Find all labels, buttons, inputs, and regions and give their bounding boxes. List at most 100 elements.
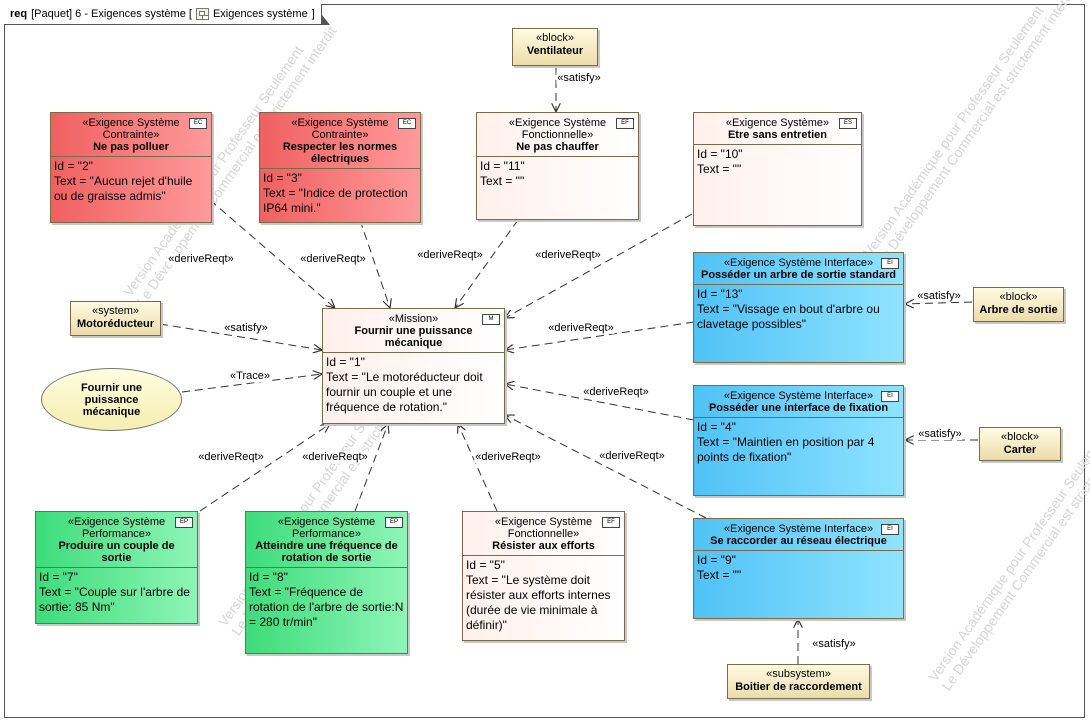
requirement-ne-pas-chauffer[interactable]: EF «Exigence Système Fonctionnelle» Ne p… — [476, 112, 639, 220]
requirement-stereotype: «Exigence Système Fonctionnelle» — [508, 117, 607, 141]
requirement-id: Id = "3" — [263, 171, 302, 185]
frame-diagram-name: Exigences système — [212, 8, 308, 20]
requirement-header: EC «Exigence Système Contrainte» Ne pas … — [51, 113, 211, 156]
requirement-attributes: Id = "9" Text = "" — [694, 550, 903, 585]
requirement-attributes: Id = "3" Text = "Indice de protection IP… — [260, 168, 420, 218]
requirement-name: Fournir une puissance mécanique — [354, 325, 473, 349]
requirement-attributes: Id = "1" Text = "Le motoréducteur doit f… — [323, 352, 504, 417]
requirement-arbre-sortie-standard[interactable]: EI «Exigence Système Interface» Posséder… — [693, 252, 904, 363]
label-polluer-derive: «deriveReqt» — [167, 253, 235, 265]
requirement-attributes: Id = "2" Text = "Aucun rejet d'huile ou … — [51, 156, 211, 206]
requirement-attributes: Id = "10" Text = "" — [694, 144, 861, 179]
requirement-text: Text = "Maintien en position par 4 point… — [697, 435, 875, 464]
requirement-stereotype: «Exigence Système Performance» — [67, 516, 166, 540]
requirement-name: Se raccorder au réseau électrique — [710, 535, 887, 547]
block-boitier-de-raccordement[interactable]: «subsystem» Boitier de raccordement — [727, 664, 870, 699]
requirement-id: Id = "1" — [326, 355, 365, 369]
requirement-id: Id = "11" — [480, 159, 525, 173]
requirement-type-icon: EP — [175, 517, 193, 528]
edge-frequence-derive — [354, 424, 388, 512]
requirement-type-icon: ES — [839, 118, 857, 129]
requirement-name: Posséder un arbre de sortie standard — [700, 269, 896, 281]
requirement-stereotype: «Exigence Système Fonctionnelle» — [494, 516, 593, 540]
requirement-header: M «Mission» Fournir une puissance mécani… — [323, 309, 504, 352]
requirement-header: EP «Exigence Système Performance» Attein… — [246, 512, 407, 567]
block-motoreducteur[interactable]: «system» Motoréducteur — [70, 301, 161, 336]
label-reseau-derive: «deriveReqt» — [598, 450, 666, 462]
requirement-name: Résister aux efforts — [492, 540, 595, 552]
usecase-fournir-puissance[interactable]: Fournir une puissance mécanique — [41, 368, 182, 431]
label-normes-derive: «deriveReqt» — [299, 253, 367, 265]
block-name: Carter — [1003, 444, 1037, 456]
block-stereotype: «block» — [536, 32, 574, 44]
requirement-id: Id = "13" — [697, 287, 743, 301]
requirement-id: Id = "7" — [39, 570, 78, 584]
requirement-sans-entretien[interactable]: ES «Exigence Système» Etre sans entretie… — [693, 112, 862, 226]
requirement-header: EI «Exigence Système Interface» Se racco… — [694, 519, 903, 550]
requirement-header: EC «Exigence Système Contrainte» Respect… — [260, 113, 420, 168]
requirement-type-icon: EF — [602, 517, 620, 528]
requirement-header: EF «Exigence Système Fonctionnelle» Rési… — [463, 512, 624, 555]
requirement-stereotype: «Exigence Système Interface» — [723, 523, 874, 535]
block-stereotype: «block» — [999, 291, 1038, 303]
label-usecase-trace: «Trace» — [229, 370, 271, 382]
block-name: Motoréducteur — [77, 318, 154, 330]
frame-title-close: ] — [311, 8, 315, 20]
requirement-header: EF «Exigence Système Fonctionnelle» Ne p… — [477, 113, 638, 156]
block-ventilateur[interactable]: «block» Ventilateur — [512, 28, 598, 66]
edge-couple-derive — [199, 424, 330, 512]
label-entretien-derive: «deriveReqt» — [534, 249, 602, 261]
label-couple-derive: «deriveReqt» — [197, 451, 265, 463]
diagram-frame — [4, 4, 1085, 718]
requirement-id: Id = "10" — [697, 147, 743, 161]
requirement-ne-pas-polluer[interactable]: EC «Exigence Système Contrainte» Ne pas … — [50, 112, 212, 223]
requirement-name: Posséder une interface de fixation — [708, 402, 889, 414]
requirement-stereotype: «Exigence Système» — [725, 117, 830, 129]
requirement-id: Id = "2" — [54, 159, 93, 173]
label-carter-satisfy: «satisfy» — [917, 428, 963, 440]
edge-reseau-derive — [505, 415, 707, 519]
label-ventilateur-satisfy: «satisfy» — [556, 72, 602, 84]
requirement-type-icon: EI — [881, 258, 899, 269]
requirement-text: Text = "" — [480, 174, 525, 188]
usecase-name: Fournir une puissance mécanique — [80, 381, 143, 418]
block-name: Ventilateur — [526, 45, 584, 57]
block-stereotype: «subsystem» — [766, 668, 831, 680]
requirement-type-icon: EP — [385, 517, 403, 528]
label-frequence-derive: «deriveReqt» — [301, 451, 369, 463]
label-boitier-satisfy: «satisfy» — [811, 638, 857, 650]
label-efforts-derive: «deriveReqt» — [474, 451, 542, 463]
requirement-stereotype: «Exigence Système Contrainte» — [291, 117, 389, 141]
requirement-stereotype: «Exigence Système Performance» — [277, 516, 376, 540]
block-carter[interactable]: «block» Carter — [979, 427, 1061, 461]
requirement-frequence-rotation[interactable]: EP «Exigence Système Performance» Attein… — [245, 511, 408, 654]
edge-arbre-derive — [505, 321, 695, 350]
requirement-mission[interactable]: M «Mission» Fournir une puissance mécani… — [322, 308, 505, 424]
requirement-stereotype: «Exigence Système Interface» — [723, 390, 874, 402]
requirement-attributes: Id = "11" Text = "" — [477, 156, 638, 191]
edge-motoreducteur-satisfy — [159, 323, 322, 350]
edge-normes-derive — [359, 219, 390, 308]
requirement-stereotype: «Mission» — [388, 313, 439, 325]
requirement-name: Ne pas polluer — [93, 141, 169, 153]
block-arbre-de-sortie[interactable]: «block» Arbre de sortie — [973, 287, 1064, 322]
requirement-stereotype: «Exigence Système Contrainte» — [82, 117, 180, 141]
requirement-respecter-normes[interactable]: EC «Exigence Système Contrainte» Respect… — [259, 112, 421, 223]
frame-keyword: req — [10, 8, 28, 20]
label-chauffer-derive: «deriveReqt» — [416, 249, 484, 261]
requirement-resister-efforts[interactable]: EF «Exigence Système Fonctionnelle» Rési… — [462, 511, 625, 641]
requirement-text: Text = "" — [697, 162, 742, 176]
requirement-attributes: Id = "5" Text = "Le système doit résiste… — [463, 555, 624, 635]
requirement-raccorder-reseau[interactable]: EI «Exigence Système Interface» Se racco… — [693, 518, 904, 619]
requirement-id: Id = "9" — [697, 553, 736, 567]
requirement-header: EI «Exigence Système Interface» Posséder… — [694, 386, 903, 417]
requirement-couple-sortie[interactable]: EP «Exigence Système Performance» Produi… — [35, 511, 198, 624]
requirement-interface-fixation[interactable]: EI «Exigence Système Interface» Posséder… — [693, 385, 904, 496]
label-arbre-satisfy: «satisfy» — [916, 290, 962, 302]
requirement-name: Ne pas chauffer — [516, 141, 599, 153]
requirement-text: Text = "Le système doit résister aux eff… — [466, 573, 611, 632]
requirement-attributes: Id = "4" Text = "Maintien en position pa… — [694, 417, 903, 467]
requirement-text: Text = "Aucun rejet d'huile ou de graiss… — [54, 174, 193, 203]
requirement-type-icon: EC — [189, 118, 207, 129]
